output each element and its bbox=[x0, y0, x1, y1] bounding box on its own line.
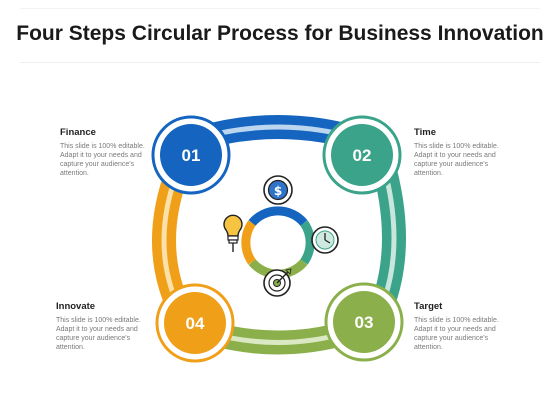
step-number-01: 01 bbox=[182, 146, 201, 165]
step-title: Time bbox=[414, 127, 437, 138]
step-description: This slide is 100% editable. Adapt it to… bbox=[60, 143, 145, 177]
step-number-02: 02 bbox=[353, 146, 372, 165]
step-label-time: Time This slide is 100% editable. Adapt … bbox=[414, 127, 514, 178]
step-circle-04: 04 bbox=[155, 283, 235, 363]
target-icon bbox=[263, 268, 292, 297]
step-label-innovate: Innovate This slide is 100% editable. Ad… bbox=[56, 301, 156, 352]
page-title: Four Steps Circular Process for Business… bbox=[16, 22, 544, 45]
step-number-04: 04 bbox=[186, 314, 205, 333]
inner-ring bbox=[241, 206, 315, 279]
step-description: This slide is 100% editable. Adapt it to… bbox=[414, 317, 499, 351]
clock-icon bbox=[311, 226, 339, 254]
step-title: Target bbox=[414, 301, 443, 312]
dollar-coin-icon: $ bbox=[263, 175, 293, 205]
step-circle-03: 03 bbox=[324, 282, 404, 362]
step-description: This slide is 100% editable. Adapt it to… bbox=[56, 317, 141, 351]
lightbulb-icon bbox=[223, 214, 243, 252]
step-circle-02: 02 bbox=[322, 115, 402, 195]
step-circle-01: 01 bbox=[151, 115, 231, 195]
step-description: This slide is 100% editable. Adapt it to… bbox=[414, 143, 499, 177]
title-divider bbox=[20, 62, 540, 63]
step-label-target: Target This slide is 100% editable. Adap… bbox=[414, 301, 514, 352]
step-title: Finance bbox=[60, 127, 96, 138]
step-label-finance: Finance This slide is 100% editable. Ada… bbox=[60, 127, 160, 178]
step-title: Innovate bbox=[56, 301, 96, 312]
svg-text:$: $ bbox=[274, 184, 282, 198]
step-number-03: 03 bbox=[355, 313, 374, 332]
top-divider bbox=[20, 8, 540, 9]
